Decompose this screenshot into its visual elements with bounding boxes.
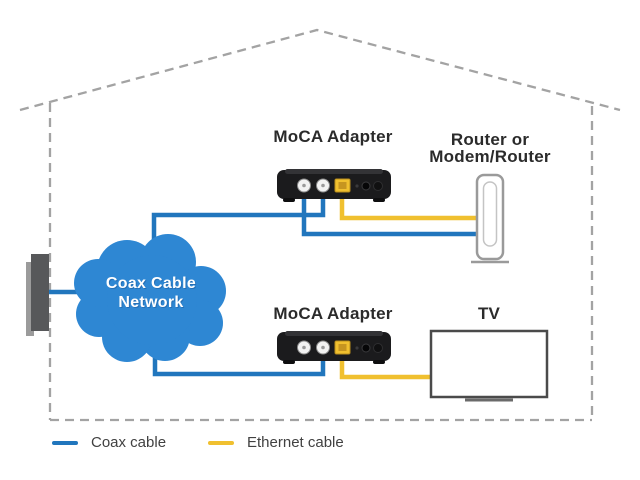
coax-cable-cloud-to-adapter-top [151, 190, 326, 250]
cloud-label-line2: Network [118, 294, 184, 311]
coax-wall-outlet-icon [26, 254, 49, 336]
coax-cable-cloud-to-adapter-bottom [152, 350, 326, 377]
legend-coax-label: Coax cable [91, 434, 167, 451]
tv-label: TV [477, 304, 501, 323]
coax-cable-adapter-top-to-router [301, 190, 482, 237]
moca-adapter-bottom-device-icon [277, 331, 391, 364]
moca-adapter-bottom-label: MoCA Adapter [273, 304, 393, 323]
coax-cable-swatch-icon [52, 440, 78, 446]
legend-item-coax: Coax cable [52, 434, 166, 452]
ethernet-cable-adapter-top-to-router [339, 190, 482, 221]
router-device-icon [471, 173, 509, 264]
legend-item-ethernet: Ethernet cable [208, 434, 344, 452]
tv-device-icon [429, 329, 549, 402]
house-outline [19, 28, 621, 422]
ethernet-cable-swatch-icon [208, 440, 234, 446]
legend-ethernet-label: Ethernet cable [247, 434, 344, 451]
coax-network-cloud-icon [74, 234, 226, 362]
moca-adapter-top-device-icon [277, 169, 391, 202]
house-roof [19, 28, 621, 112]
coax-network-cloud-label: Coax Cable Network [88, 274, 214, 312]
router-label-line1: Router or [450, 130, 530, 149]
router-label: Router or Modem/Router [399, 131, 581, 165]
moca-adapter-top-label: MoCA Adapter [273, 127, 393, 146]
cloud-label-line1: Coax Cable [105, 275, 197, 292]
router-label-line2: Modem/Router [429, 147, 551, 166]
